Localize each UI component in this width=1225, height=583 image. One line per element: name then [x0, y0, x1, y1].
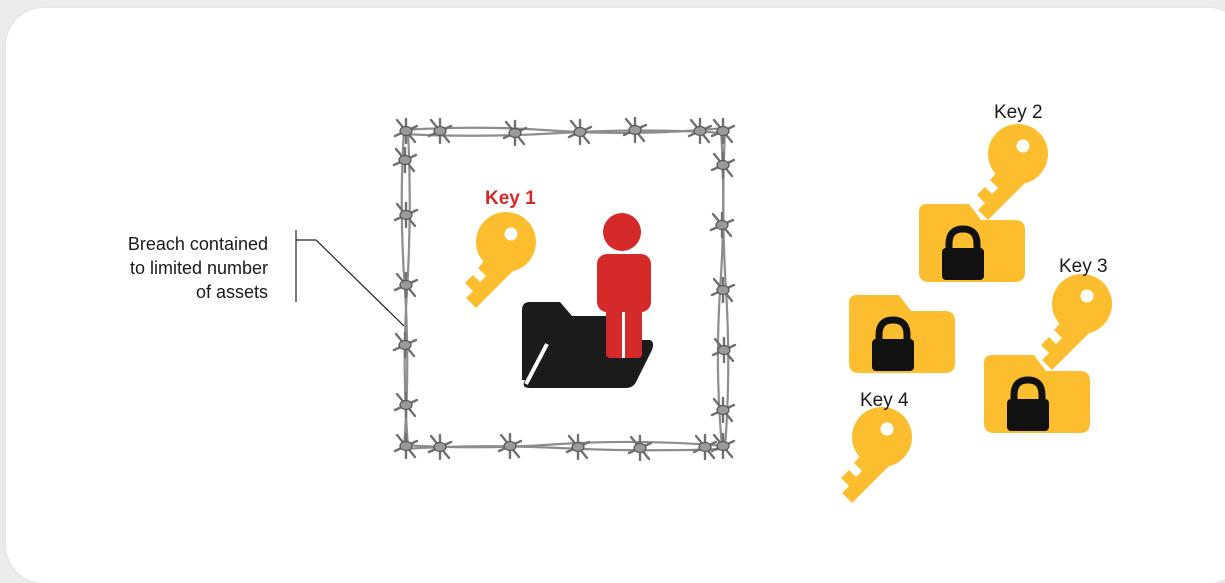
key-4-label: Key 4 — [860, 390, 909, 412]
annotation-leader — [296, 230, 404, 326]
locked-folder-icon — [919, 204, 1025, 282]
breach-annotation: Breach contained to limited number of as… — [128, 232, 268, 304]
key-icon — [841, 407, 912, 503]
key-1-label: Key 1 — [485, 188, 536, 210]
key-icon — [1041, 274, 1112, 370]
locked-folder-icon — [849, 295, 955, 373]
key-icon — [465, 212, 536, 308]
barbed-wire-fence — [394, 118, 735, 460]
key-2-label: Key 2 — [994, 102, 1043, 124]
key-3-label: Key 3 — [1059, 256, 1108, 278]
key-icon — [977, 124, 1048, 220]
locked-folder-icon — [984, 355, 1090, 433]
